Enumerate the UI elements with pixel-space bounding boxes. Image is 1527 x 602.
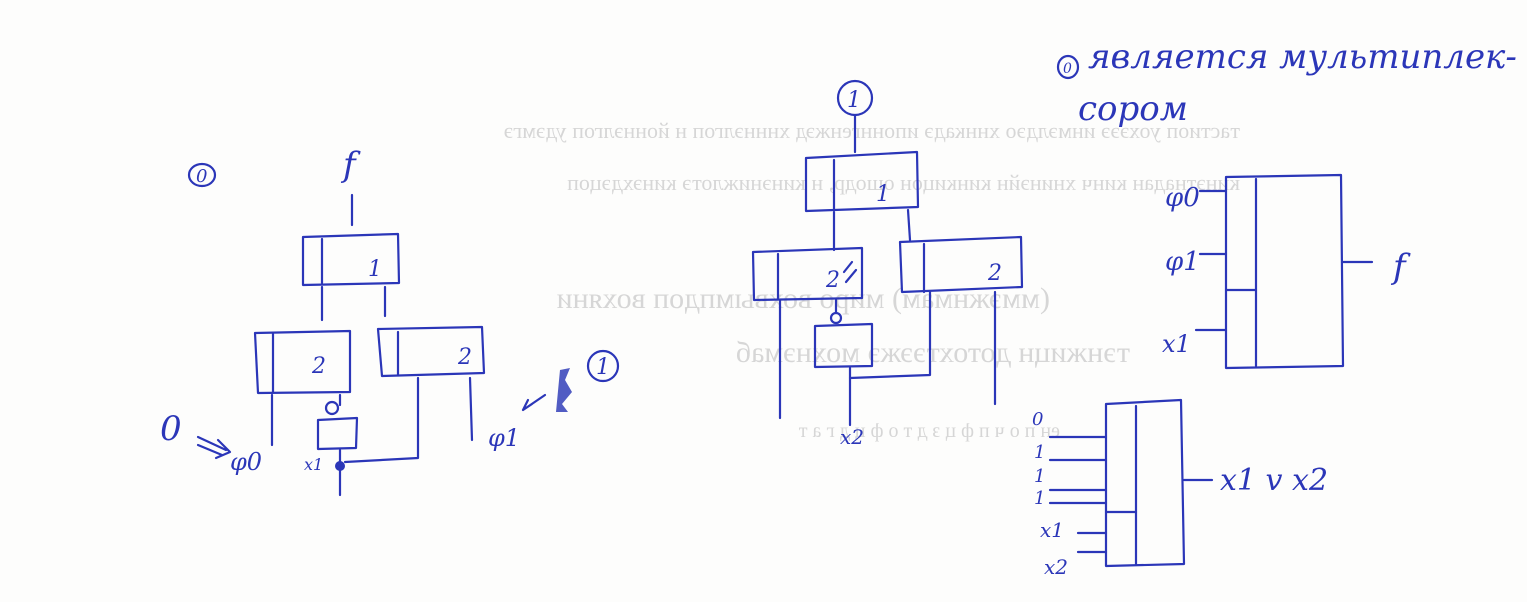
left-input-phi0: φ0 bbox=[230, 448, 262, 476]
middle-inverter-box bbox=[813, 322, 874, 369]
left-arrow-0 bbox=[196, 435, 232, 460]
or-body bbox=[1104, 398, 1186, 568]
left-box-2b-label: 2 bbox=[457, 345, 472, 370]
or-input-label-0: 0 bbox=[1032, 409, 1043, 430]
left-schema: 0 f 1 2 2 bbox=[160, 145, 620, 497]
middle-box-top bbox=[804, 150, 920, 213]
left-junction-dot bbox=[335, 461, 345, 471]
left-wire-to-box2b bbox=[343, 376, 420, 464]
left-box-2a bbox=[253, 329, 352, 395]
mux-body bbox=[1224, 173, 1345, 370]
or-input-label-1: 1 bbox=[1034, 442, 1045, 463]
middle-box-2a-scratch bbox=[842, 260, 858, 284]
or-block: 0 1 1 1 x1 x2 x1 v x2 bbox=[1032, 398, 1328, 579]
mux-input-label-x1: x1 bbox=[1162, 330, 1191, 358]
left-arrow-mark-circle bbox=[586, 349, 620, 383]
middle-box-2a bbox=[751, 246, 864, 302]
mux-block: φ0 φ1 x1 f bbox=[1162, 173, 1411, 370]
note-line-1: является мультиплек- bbox=[1088, 37, 1517, 77]
left-scribble bbox=[556, 368, 572, 412]
middle-input-x2: x2 bbox=[840, 425, 864, 449]
left-mark-label: 0 bbox=[196, 166, 207, 187]
mux-input-label-phi0: φ0 bbox=[1165, 183, 1200, 213]
or-output-label: x1 v x2 bbox=[1220, 463, 1328, 498]
left-box-top-label: 1 bbox=[368, 257, 382, 282]
left-arrow-1 bbox=[521, 393, 547, 412]
left-box-2b bbox=[376, 325, 486, 378]
note: 0 является мультиплек- сором bbox=[1056, 37, 1517, 129]
middle-mark-label: 1 bbox=[847, 88, 861, 113]
left-mark-circle bbox=[187, 162, 217, 188]
or-selector-label-x2: x2 bbox=[1044, 555, 1068, 579]
middle-schema: 1 1 2 2 x2 bbox=[751, 79, 1024, 449]
or-input-label-3: 1 bbox=[1034, 488, 1045, 509]
middle-box-2a-label: 2 bbox=[825, 268, 840, 293]
left-input-x1: x1 bbox=[304, 455, 323, 474]
left-box-top bbox=[301, 232, 401, 287]
note-mark-circle bbox=[1056, 54, 1080, 80]
mux-input-label-phi1: φ1 bbox=[1165, 247, 1200, 277]
middle-box-2b bbox=[898, 235, 1024, 294]
left-inverter-box bbox=[316, 416, 359, 451]
left-output-label: f bbox=[340, 145, 361, 185]
or-input-label-2: 1 bbox=[1034, 466, 1045, 487]
left-wire-phi1 bbox=[468, 376, 474, 442]
middle-box-2b-label: 2 bbox=[987, 261, 1002, 286]
middle-wire-b bbox=[906, 208, 912, 242]
left-input-phi1: φ1 bbox=[488, 424, 520, 452]
left-inverter-bubble bbox=[324, 400, 340, 416]
or-selector-label-x1: x1 bbox=[1040, 518, 1064, 542]
note-mark-label: 0 bbox=[1063, 61, 1072, 77]
left-arrow-value-1: 1 bbox=[596, 355, 610, 380]
middle-wire-to-box2b bbox=[848, 290, 932, 380]
left-box-2a-label: 2 bbox=[311, 354, 326, 379]
note-line-2: сором bbox=[1078, 89, 1188, 129]
left-arrow-value-0: 0 bbox=[160, 409, 182, 449]
middle-box-top-label: 1 bbox=[876, 182, 890, 207]
middle-inverter-bubble bbox=[829, 311, 843, 325]
mux-output-label: f bbox=[1390, 247, 1411, 287]
